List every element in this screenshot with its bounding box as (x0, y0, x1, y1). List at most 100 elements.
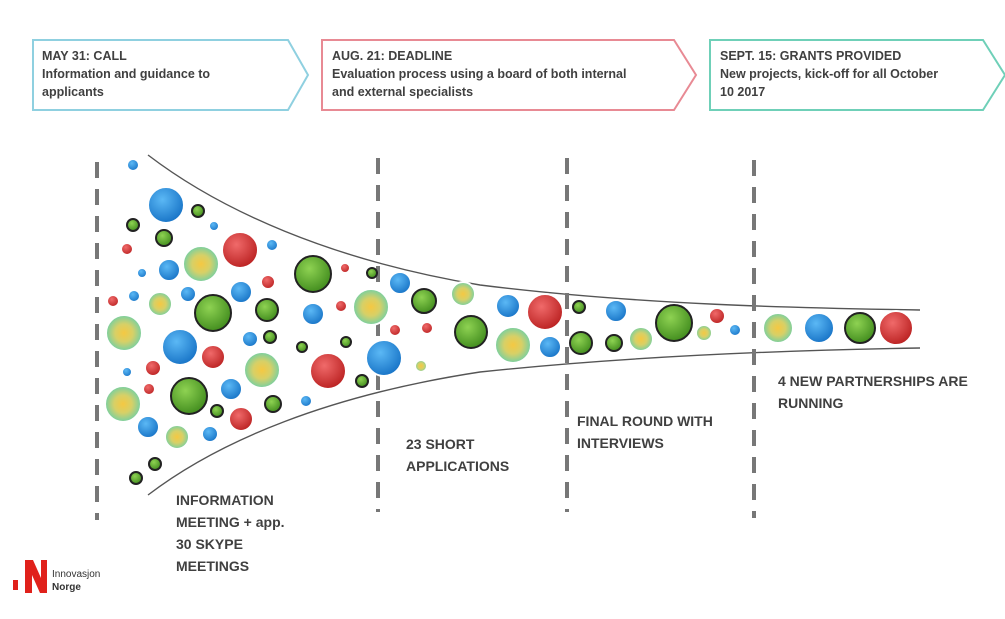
phase-2-title: AUG. 21: DEADLINE (332, 49, 452, 63)
bubble (538, 335, 562, 359)
stage-3-line-2: INTERVIEWS (577, 435, 664, 451)
bubble (450, 281, 476, 307)
funnel-top-curve (147, 154, 921, 311)
stage-4-caption: 4 NEW PARTNERSHIPS ARE RUNNING (778, 370, 968, 414)
stage-1-line-4: MEETINGS (176, 558, 250, 574)
bubble (494, 326, 532, 364)
bubble (414, 359, 428, 373)
bubble (296, 341, 308, 353)
phase-2-line-1: Evaluation process using a board of both… (332, 67, 626, 81)
bubble (147, 186, 185, 224)
bubble (263, 330, 277, 344)
stage-2-caption: 23 SHORT APPLICATIONS (406, 433, 509, 477)
bubble (878, 310, 914, 346)
bubble (243, 351, 281, 389)
logo-line-2: Norge (52, 582, 81, 593)
bubble (148, 457, 162, 471)
bubble (164, 424, 190, 450)
bubble (157, 258, 181, 282)
stage-1-caption: INFORMATION MEETING + app. 30 SKYPE MEET… (176, 489, 285, 577)
bubble (526, 293, 564, 331)
bubble (241, 330, 259, 348)
logo-line-1: Innovasjon (52, 569, 101, 580)
bubble (105, 314, 143, 352)
innovasjon-norge-logo-mark (13, 560, 47, 593)
stage-4-line-2: RUNNING (778, 395, 844, 411)
bubble (420, 321, 434, 335)
bubble (569, 331, 593, 355)
bubble (127, 289, 141, 303)
stage-3-line-1: FINAL ROUND WITH (577, 413, 713, 429)
bubble (147, 291, 173, 317)
bubble (255, 298, 279, 322)
phase-banner-1: MAY 31: CALL Information and guidance to… (32, 39, 310, 111)
bubble (260, 274, 276, 290)
bubble (194, 294, 232, 332)
bubble (121, 366, 133, 378)
bubble (803, 312, 835, 344)
bubble (334, 299, 348, 313)
bubble (301, 302, 325, 326)
bubble (352, 288, 390, 326)
bubble (129, 471, 143, 485)
bubble (161, 328, 199, 366)
stage-1-line-3: 30 SKYPE (176, 536, 243, 552)
bubble (844, 312, 876, 344)
bubble (182, 245, 220, 283)
bubble (309, 352, 347, 390)
bubble (221, 231, 259, 269)
phase-3-line-2: 10 2017 (720, 85, 765, 99)
phase-1-line-2: applicants (42, 85, 104, 99)
bubble (388, 271, 412, 295)
bubble (339, 262, 351, 274)
bubble (210, 404, 224, 418)
bubble (604, 299, 628, 323)
bubble (454, 315, 488, 349)
bubble (136, 415, 160, 439)
bubble (120, 242, 134, 256)
bubble (628, 326, 654, 352)
bubble (219, 377, 243, 401)
phase-3-line-1: New projects, kick-off for all October (720, 67, 938, 81)
funnel-bottom-curve (147, 347, 921, 496)
phase-1-line-1: Information and guidance to (42, 67, 210, 81)
bubble (294, 255, 332, 293)
bubble (265, 238, 279, 252)
bubble (728, 323, 742, 337)
bubble (144, 359, 162, 377)
bubble (605, 334, 623, 352)
bubble (191, 204, 205, 218)
phase-banner-2: AUG. 21: DEADLINE Evaluation process usi… (321, 39, 698, 111)
bubble (762, 312, 794, 344)
stage-4-line-1: 4 NEW PARTNERSHIPS ARE (778, 373, 968, 389)
bubble (340, 336, 352, 348)
bubble (355, 374, 369, 388)
bubble (264, 395, 282, 413)
bubble (179, 285, 197, 303)
bubble (104, 385, 142, 423)
bubble (572, 300, 586, 314)
bubble (126, 218, 140, 232)
bubble (155, 229, 173, 247)
stage-2-line-1: 23 SHORT (406, 436, 475, 452)
bubble (655, 304, 693, 342)
bubble (170, 377, 208, 415)
bubble (136, 267, 148, 279)
bubble (708, 307, 726, 325)
bubble (495, 293, 521, 319)
phase-2-line-2: and external specialists (332, 85, 473, 99)
stage-dividers (95, 158, 756, 520)
phase-1-title: MAY 31: CALL (42, 49, 127, 63)
bubble (299, 394, 313, 408)
bubble (229, 280, 253, 304)
bubble (142, 382, 156, 396)
bubble (208, 220, 220, 232)
stage-1-line-2: MEETING + app. (176, 514, 285, 530)
bubble (695, 324, 713, 342)
bubble (201, 425, 219, 443)
bubble (126, 158, 140, 172)
bubble (388, 323, 402, 337)
stage-2-line-2: APPLICATIONS (406, 458, 510, 474)
phase-3-title: SEPT. 15: GRANTS PROVIDED (720, 49, 901, 63)
